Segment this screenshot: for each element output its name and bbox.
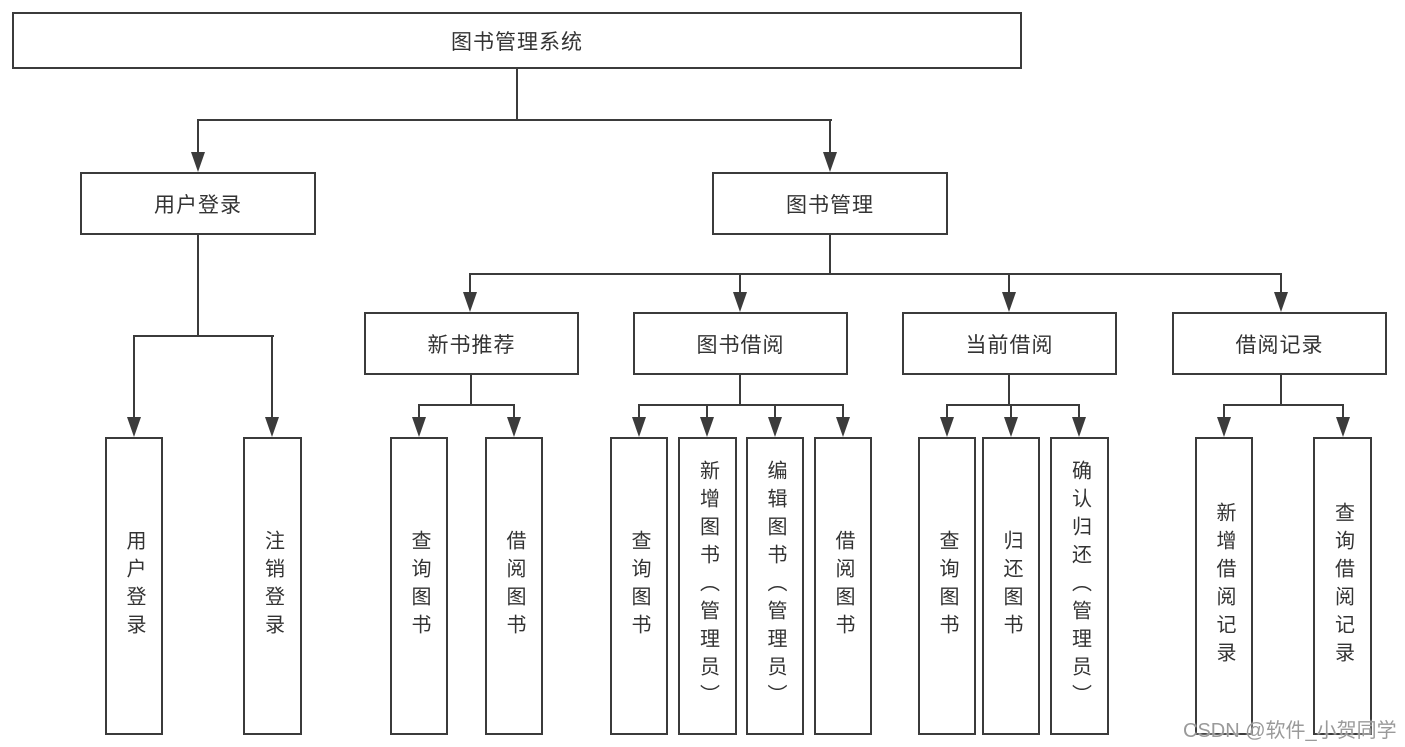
leaf-query-books-borrow: 查询图书 [610, 437, 668, 735]
connector-new-book-stem [470, 375, 472, 406]
node-label: 编辑图书（管理员） [764, 460, 786, 712]
leaf-edit-books-admin: 编辑图书（管理员） [746, 437, 804, 735]
connector-current-borrow-stem [1008, 375, 1010, 406]
connector-drop-leaf [842, 404, 844, 417]
leaf-user-login: 用户登录 [105, 437, 163, 735]
connector-drop-new-book [469, 273, 471, 292]
node-label: 注销登录 [261, 530, 284, 642]
arrowhead-leaf [632, 417, 646, 437]
node-borrow-records: 借阅记录 [1172, 312, 1387, 375]
arrowhead-leaf [1217, 417, 1231, 437]
connector-book-borrow-stem [739, 375, 741, 406]
node-label: 借阅图书 [832, 530, 854, 642]
connector-borrow-records-stem [1280, 375, 1282, 406]
node-new-book-recommend: 新书推荐 [364, 312, 579, 375]
connector-book-management-stem [829, 235, 831, 275]
node-label: 查询图书 [408, 530, 430, 642]
arrowhead-leaf [700, 417, 714, 437]
leaf-add-books-admin: 新增图书（管理员） [678, 437, 737, 735]
node-label: 用户登录 [154, 193, 242, 217]
leaf-borrow-books: 借阅图书 [814, 437, 872, 735]
arrowhead-borrow-records [1274, 292, 1288, 312]
node-library-management-system: 图书管理系统 [12, 12, 1022, 69]
node-label: 查询借阅记录 [1331, 502, 1354, 670]
node-label: 图书借阅 [696, 333, 785, 357]
node-label: 查询图书 [936, 530, 958, 642]
arrowhead-leaf [836, 417, 850, 437]
arrowhead-book-management [823, 152, 837, 172]
node-label: 新增图书（管理员） [696, 460, 719, 712]
node-label: 图书管理 [786, 193, 874, 217]
connector-drop-borrow-records [1280, 273, 1282, 292]
connector-drop-book-management [829, 119, 831, 152]
connector-drop-leaf [774, 404, 776, 417]
node-label: 新书推荐 [427, 333, 516, 357]
arrowhead-leaf [940, 417, 954, 437]
leaf-return-books: 归还图书 [982, 437, 1040, 735]
connector-root-stem [516, 68, 518, 120]
connector-new-book-bar [418, 404, 515, 406]
connector-borrow-records-bar [1223, 404, 1344, 406]
node-label: 借阅图书 [503, 530, 525, 642]
connector-book-borrow-bar [638, 404, 844, 406]
connector-drop-leaf [1078, 404, 1080, 417]
node-user-login: 用户登录 [80, 172, 316, 235]
connector-drop-leaf [1342, 404, 1344, 417]
connector-drop-user-login [197, 119, 199, 152]
arrowhead-leaf [507, 417, 521, 437]
leaf-borrow-books-recommend: 借阅图书 [485, 437, 543, 735]
node-label: 新增借阅记录 [1213, 502, 1235, 670]
connector-level3-bar [469, 273, 1282, 275]
node-label: 用户登录 [123, 530, 145, 642]
connector-drop-leaf [946, 404, 948, 417]
node-label: 查询图书 [628, 530, 650, 642]
connector-level2-bar [197, 119, 832, 121]
watermark: CSDN @软件_小贺同学 [1183, 720, 1397, 742]
connector-drop-current-borrow [1008, 273, 1010, 292]
arrowhead-leaf [412, 417, 426, 437]
leaf-query-books-current: 查询图书 [918, 437, 976, 735]
node-label: 图书管理系统 [451, 30, 583, 54]
leaf-query-borrow-record: 查询借阅记录 [1313, 437, 1372, 735]
connector-drop-leaf [418, 404, 420, 417]
node-current-borrow: 当前借阅 [902, 312, 1117, 375]
arrowhead-leaf [1072, 417, 1086, 437]
arrowhead-user-login [191, 152, 205, 172]
connector-drop-login-leaf [133, 335, 135, 417]
node-label: 借阅记录 [1235, 333, 1324, 357]
connector-user-login-bar [133, 335, 274, 337]
node-book-borrow: 图书借阅 [633, 312, 848, 375]
node-book-management: 图书管理 [712, 172, 948, 235]
leaf-query-books-recommend: 查询图书 [390, 437, 448, 735]
node-label: 归还图书 [1000, 530, 1022, 642]
connector-current-borrow-bar [946, 404, 1080, 406]
arrowhead-leaf [1004, 417, 1018, 437]
arrowhead-book-borrow [733, 292, 747, 312]
connector-drop-leaf [1010, 404, 1012, 417]
connector-drop-leaf [513, 404, 515, 417]
arrowhead-new-book [463, 292, 477, 312]
node-label: 确认归还（管理员） [1068, 460, 1091, 712]
connector-drop-leaf [706, 404, 708, 417]
connector-drop-logout-leaf [271, 335, 273, 417]
connector-user-login-stem [197, 235, 199, 336]
arrowhead-leaf [1336, 417, 1350, 437]
connector-drop-leaf [638, 404, 640, 417]
arrowhead-leaf [768, 417, 782, 437]
node-label: 当前借阅 [965, 333, 1054, 357]
leaf-confirm-return-admin: 确认归还（管理员） [1050, 437, 1109, 735]
arrowhead-current-borrow [1002, 292, 1016, 312]
arrowhead-logout-leaf [265, 417, 279, 437]
connector-drop-book-borrow [739, 273, 741, 292]
leaf-logout: 注销登录 [243, 437, 302, 735]
connector-drop-leaf [1223, 404, 1225, 417]
leaf-add-borrow-record: 新增借阅记录 [1195, 437, 1253, 735]
arrowhead-login-leaf [127, 417, 141, 437]
